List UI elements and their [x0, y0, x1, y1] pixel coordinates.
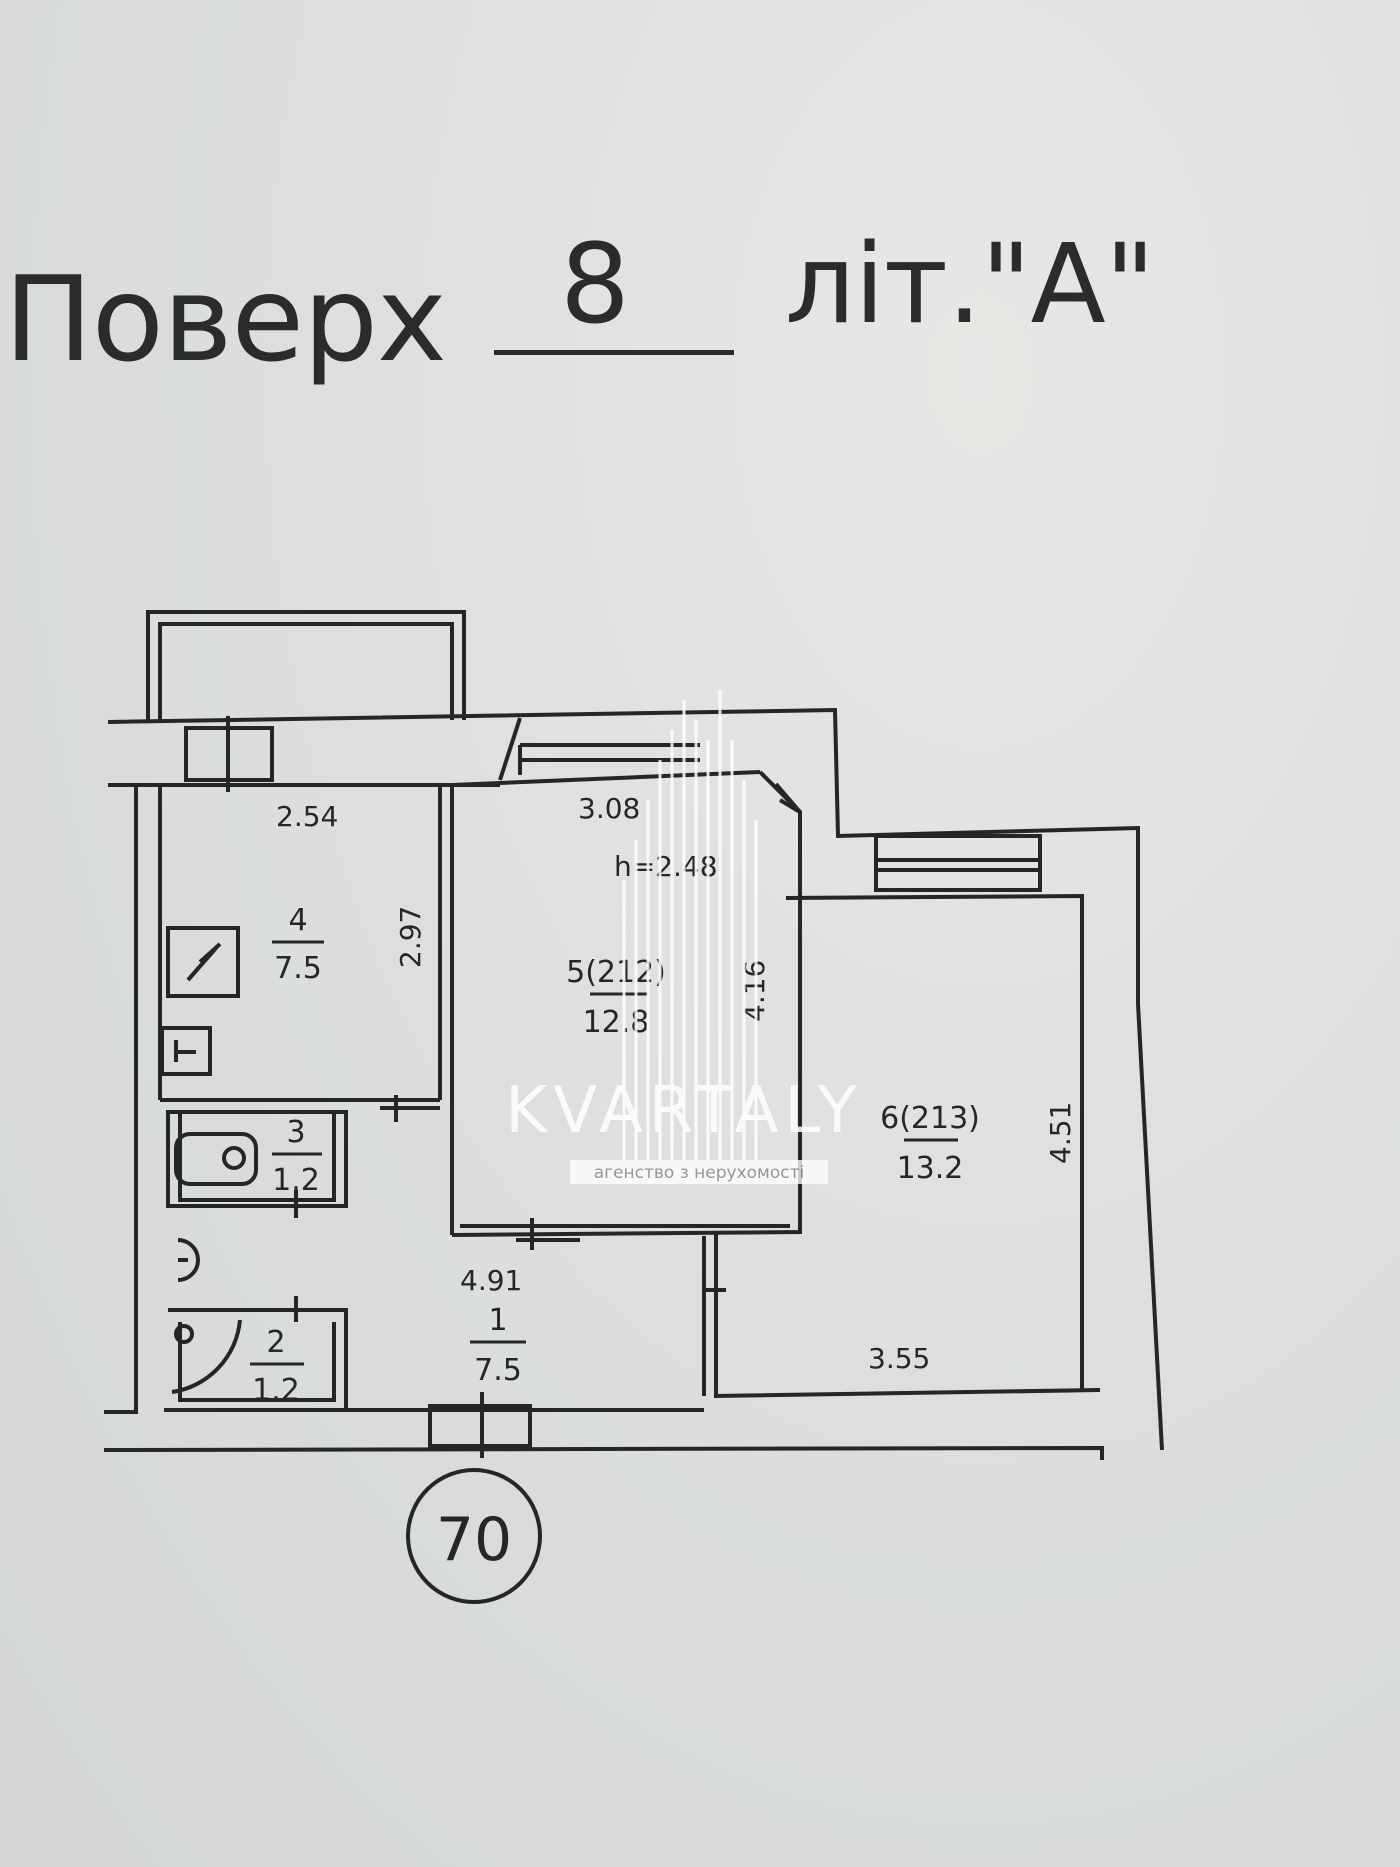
apartment-number: 70: [436, 1505, 512, 1575]
room-3-id: 3: [286, 1115, 305, 1150]
room-labels: 4 7.5 5(212) 12.8 6(213) 13.2 3 1.2 2 1.…: [250, 903, 980, 1408]
room-1-id: 1: [488, 1303, 507, 1338]
apartment-number-circle: [406, 1468, 542, 1604]
dim-4-91: 4.91: [460, 1264, 522, 1297]
watermark: KVARTALY агенство з нерухомості: [505, 690, 862, 1184]
room-6-id: 6(213): [880, 1101, 980, 1136]
watermark-brand: KVARTALY: [505, 1074, 862, 1148]
room-6-walls: [702, 893, 1164, 1451]
window-right: [874, 834, 1042, 892]
watermark-logo: [622, 690, 758, 1160]
dim-2-54: 2.54: [276, 800, 338, 833]
room-2-area: 1.2: [252, 1373, 300, 1408]
floor-number: 8: [560, 220, 630, 348]
room-2-id: 2: [266, 1325, 285, 1360]
balcony: [146, 610, 466, 720]
room-4-id: 4: [288, 903, 307, 938]
bottom-wall: [103, 1392, 1104, 1460]
room-6-area: 13.2: [897, 1151, 964, 1186]
dimension-labels: 2.54 3.08 h=2.48 2.97 4.16 4.51 4.91 3.5…: [276, 792, 1077, 1375]
room-4-walls: [160, 785, 454, 1235]
dim-4-51: 4.51: [1044, 1102, 1077, 1164]
room-5-id: 5(212): [566, 955, 666, 990]
room-3-walls: [166, 1110, 348, 1208]
building-letter: літ."А": [785, 220, 1155, 348]
floor-label: Поверх: [4, 250, 447, 388]
dim-3-08: 3.08: [578, 792, 640, 825]
room-3-area: 1.2: [272, 1163, 320, 1198]
window-top: [518, 743, 700, 775]
watermark-tagline: агенство з нерухомості: [594, 1163, 805, 1183]
ceiling-height: h=2.48: [614, 850, 718, 883]
dim-3-55: 3.55: [868, 1342, 930, 1375]
top-wall: [107, 707, 1140, 1004]
room-2-walls: [168, 1190, 348, 1408]
dim-2-97: 2.97: [394, 906, 427, 968]
room-1-area: 7.5: [474, 1353, 522, 1388]
floor-header: Поверх 8 літ."А": [0, 200, 1400, 400]
floor-underline: [494, 350, 734, 355]
left-wall: [104, 785, 162, 1414]
room-4-area: 7.5: [274, 951, 322, 986]
room-5-area: 12.8: [583, 1005, 650, 1040]
